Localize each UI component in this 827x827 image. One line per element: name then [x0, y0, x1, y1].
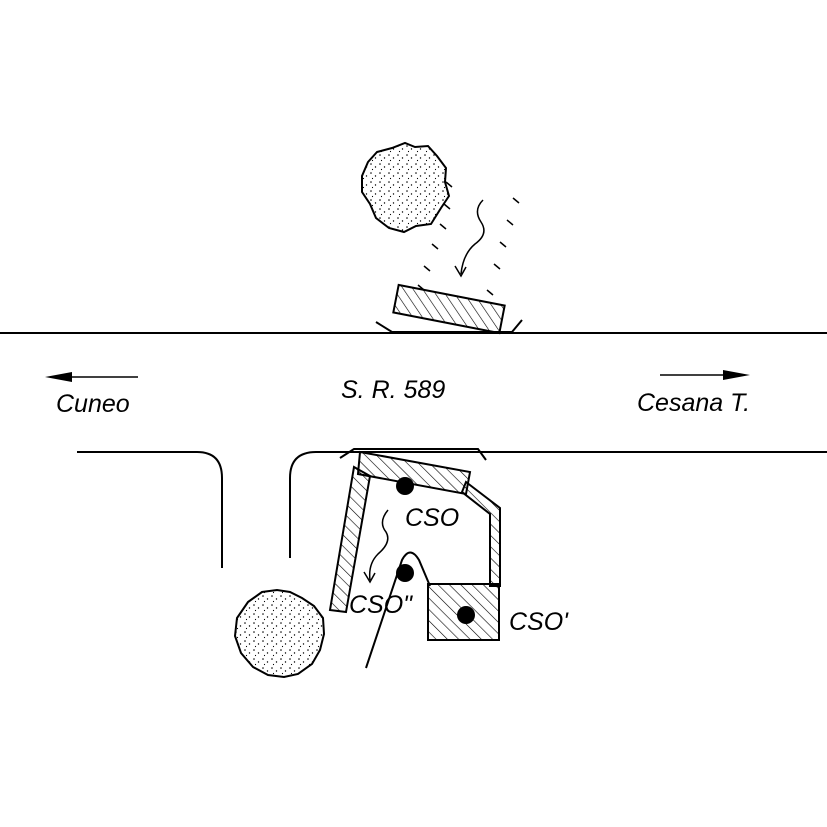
barrier-diagonal: [328, 465, 372, 614]
cso-double-prime-label: CSO": [349, 591, 413, 619]
boulder-icon: [361, 141, 451, 234]
arrow-left-icon: [45, 372, 138, 382]
barrier-block-top: [392, 283, 506, 335]
arrow-right-icon: [660, 370, 750, 380]
boulder-icon-bottom: [233, 588, 326, 679]
cso-prime-label: CSO': [509, 608, 568, 636]
barrier-block-cso: [356, 450, 472, 496]
right-direction-label: Cesana T.: [637, 389, 751, 417]
road-bottom-edge: [77, 451, 827, 568]
cso-label: CSO: [405, 504, 460, 532]
road-name-label: S. R. 589: [341, 376, 446, 404]
cso-prime-dot-icon: [457, 606, 475, 624]
falling-motion-marks: [417, 181, 520, 296]
barrier-anchors-bottom: [339, 448, 487, 461]
barrier-anchors-top: [375, 319, 523, 333]
trajectory-arrow-icon: [363, 509, 389, 584]
cso-dot-icon: [396, 477, 414, 495]
vehicle-trajectory-line: [365, 551, 431, 669]
barrier-connector: [460, 480, 501, 587]
left-direction-label: Cuneo: [56, 390, 130, 418]
cso-double-prime-dot-icon: [396, 564, 414, 582]
